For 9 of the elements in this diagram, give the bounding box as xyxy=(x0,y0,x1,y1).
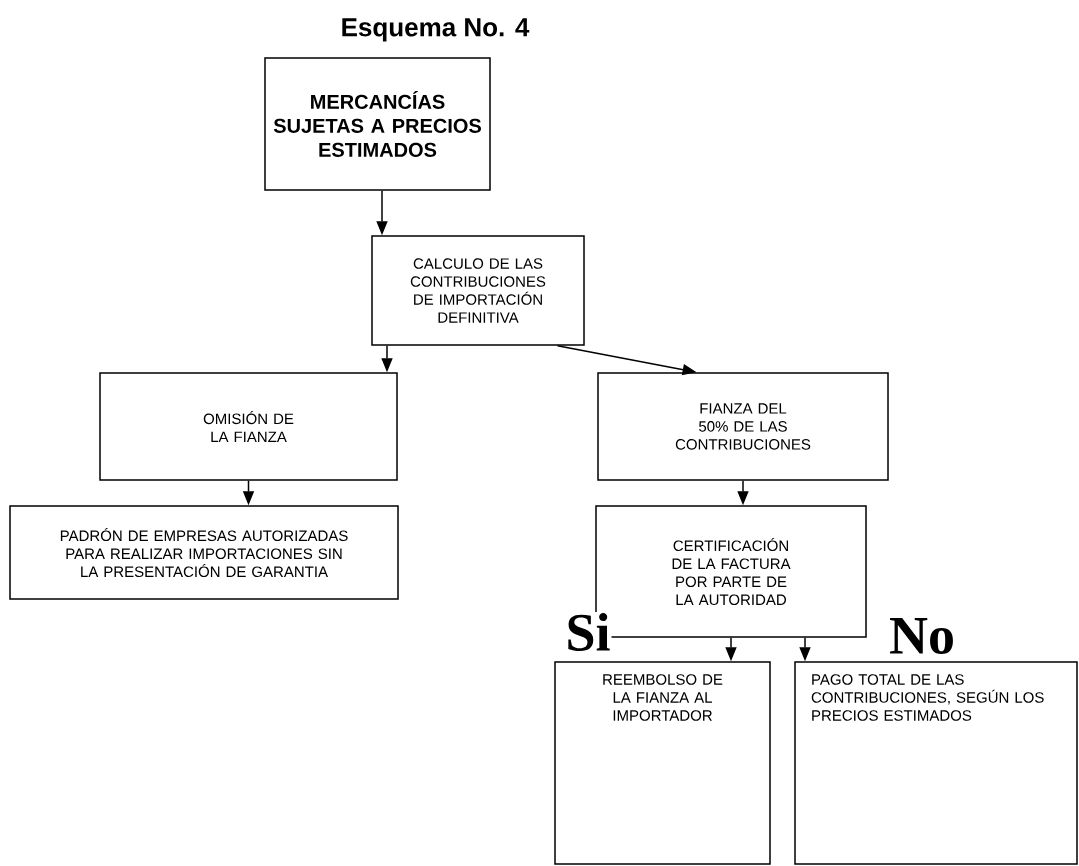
title: Esquema No. 4 xyxy=(342,18,530,42)
process-box: FIANZA DEL 50% DE LAS CONTRIBUCIONES xyxy=(597,372,889,481)
process-box: MERCANCÍAS SUJETAS A PRECIOS ESTIMADOS xyxy=(264,57,491,191)
process-box: REEMBOLSO DE LA FIANZA AL IMPORTADOR xyxy=(554,661,771,865)
edge-label: No xyxy=(890,618,953,654)
process-box: PADRÓN DE EMPRESAS AUTORIZADAS PARA REALIZAR IMPORTACIONES SIN LA PRESENTACIÓN DE GARANTIA xyxy=(9,505,399,600)
process-box: PAGO TOTAL DE LAS CONTRIBUCIONES, SEGÚN LOS PRECIOS ESTIMADOS xyxy=(794,661,1078,865)
process-box: CALCULO DE LAS CONTRIBUCIONES DE IMPORTACIÓN DEFINITIVA xyxy=(371,235,585,346)
process-box: OMISIÓN DE LA FIANZA xyxy=(99,372,398,481)
